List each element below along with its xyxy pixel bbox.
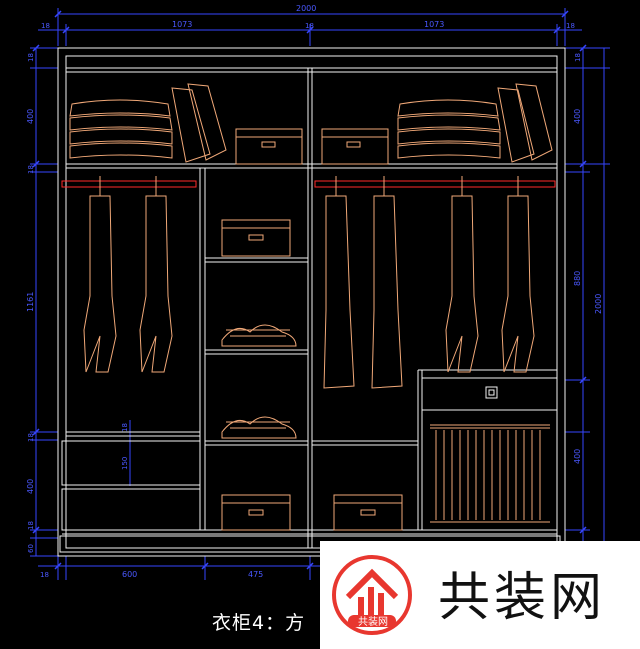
watermark-logo: 共装网 共装网 [320, 541, 640, 649]
dim-bottom-span-2: 475 [248, 570, 263, 579]
storage-boxes [221, 219, 403, 531]
dim-top-span-left: 1073 [172, 20, 192, 29]
dim-left-top: 18 [27, 53, 35, 62]
logo-badge-text: 共装网 [358, 615, 388, 628]
dim-right-basket: 400 [573, 449, 582, 464]
dim-left-drawer: 400 [26, 479, 35, 494]
dim-left-labels: 18 400 18 1161 18 400 18 60 [26, 53, 35, 553]
dim-bottom-edge-left: 18 [40, 571, 49, 579]
folded-clothes-right [321, 83, 553, 165]
dim-top-center: 18 [305, 22, 314, 30]
dimension-ticks [32, 10, 587, 570]
dim-top-span-right: 1073 [424, 20, 444, 29]
hanging-garments [83, 176, 535, 389]
dimension-lines [30, 8, 610, 580]
dim-right-shelf: 400 [573, 109, 582, 124]
dim-top-total: 2000 [296, 4, 316, 13]
dim-inner-drawer-2: 18 [121, 423, 129, 432]
drawing-caption: 衣柜4：方 [212, 612, 306, 634]
dim-right-labels: 18 400 880 400 60 2000 [573, 53, 603, 550]
dim-top-edge-right: 18 [566, 22, 575, 30]
wardrobe-carcass [57, 47, 566, 557]
hanging-rods [61, 180, 556, 188]
pull-out-basket [430, 424, 550, 523]
folded-clothes-left [69, 83, 303, 165]
dim-left-drawer-gap: 18 [27, 433, 35, 442]
dim-inner-drawer: 150 [121, 457, 129, 470]
logo-name: 共装网 [438, 568, 607, 628]
house-logo-icon: 共装网 [332, 555, 412, 635]
dim-right-small-1: 18 [574, 53, 582, 62]
dim-inner-labels: 18 150 [121, 423, 129, 470]
dim-left-plinth: 18 [27, 521, 35, 530]
dim-left-edge: 18 [27, 165, 35, 174]
dim-top-edge-left: 18 [41, 22, 50, 30]
dim-left-hanging: 1161 [26, 292, 35, 312]
dim-right-hanging: 880 [573, 271, 582, 286]
dim-bottom-span-1: 600 [122, 570, 137, 579]
dim-right-total: 2000 [594, 294, 603, 314]
dim-left-base: 60 [27, 544, 35, 553]
dim-left-shelf: 400 [26, 109, 35, 124]
